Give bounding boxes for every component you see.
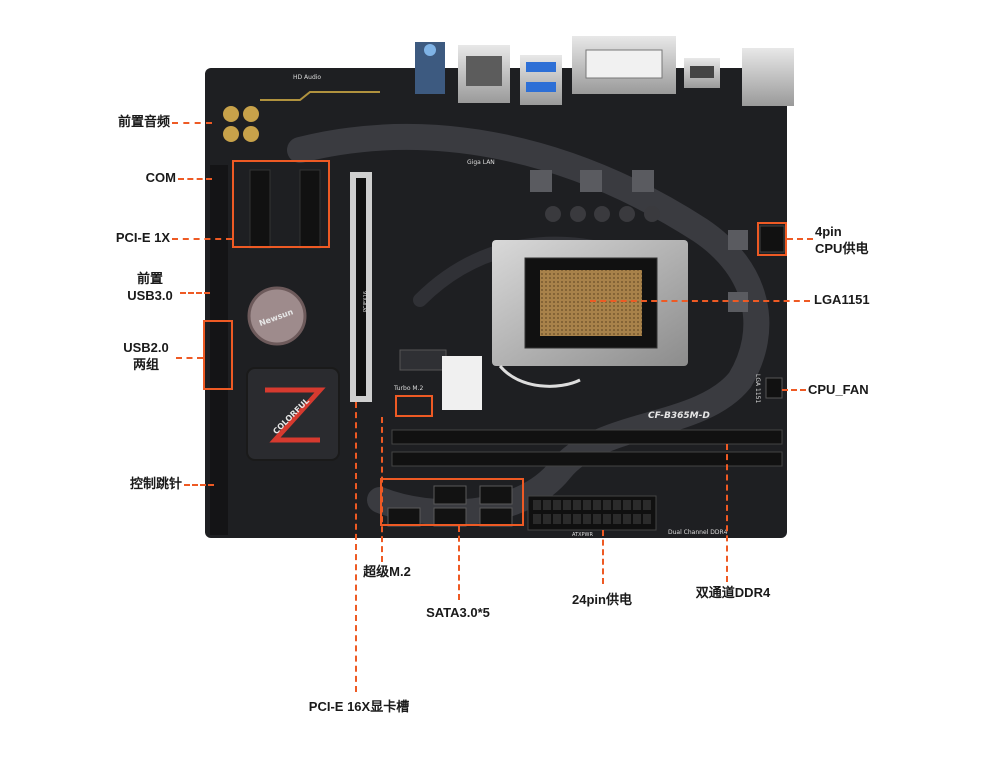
label-usb20-line2: 两组 — [132, 357, 159, 372]
label-lga: LGA1151 — [814, 292, 870, 307]
ps2-port — [742, 48, 794, 106]
silk-turbo: Turbo M.2 — [393, 385, 423, 392]
leader-com — [178, 178, 212, 180]
highlight-cpu-power — [757, 222, 787, 256]
label-24pin: 24pin供电 — [572, 592, 632, 607]
highlight-usb20 — [203, 320, 233, 390]
silk-giga-lan: Giga LAN — [467, 159, 495, 166]
pcie-x1-slot-1 — [249, 169, 271, 249]
leader-m2 — [381, 417, 383, 562]
label-cpu-power: 4pin CPU供电 — [815, 223, 885, 257]
silk-dual-channel: Dual Channel DDR4 — [668, 529, 728, 536]
silk-model: CF-B365M-D — [648, 411, 710, 421]
label-usb20-line1: USB2.0 — [123, 340, 169, 355]
leader-sata — [458, 526, 460, 600]
m2-slot — [399, 349, 447, 371]
dimm-slot-a — [391, 429, 783, 445]
cpu-fan-header — [765, 377, 783, 399]
silk-lga: LGA 1151 — [754, 374, 761, 403]
leader-usb20 — [176, 357, 203, 359]
cmos-battery — [247, 286, 307, 346]
leader-front-usb30 — [180, 292, 210, 294]
label-pcie-x16: PCI-E 16X显卡槽 — [308, 699, 410, 714]
label-control-pins: 控制跳针 — [129, 476, 182, 491]
left-header-strip — [210, 165, 228, 535]
sata-ports — [387, 485, 513, 527]
dimm-slot-b — [391, 451, 783, 467]
highlight-m2 — [395, 395, 433, 417]
vrm-caps — [545, 206, 660, 222]
label-sata: SATA3.0*5 — [426, 605, 490, 620]
pcie-x1-slot-2 — [299, 169, 321, 249]
label-pcie-x1: PCI-E 1X — [115, 230, 170, 245]
leader-control-pins — [184, 484, 214, 486]
label-super-m2: 超级M.2 — [363, 564, 411, 579]
label-com: COM — [145, 170, 176, 185]
leader-lga — [590, 300, 810, 302]
highlight-sata — [380, 478, 524, 526]
cpu-socket — [492, 240, 688, 388]
cpu-power-4pin — [759, 225, 785, 253]
vrm-chokes — [530, 170, 748, 312]
leader-ddr4 — [726, 444, 728, 582]
leader-cpu-power — [787, 238, 813, 240]
highlight-pcie-x1 — [232, 160, 330, 248]
leader-front-audio — [172, 122, 212, 124]
label-usb20: USB2.0 两组 — [118, 339, 174, 373]
label-cpu-power-line1: 4pin — [815, 224, 842, 239]
label-cpu-fan: CPU_FAN — [808, 382, 869, 397]
leader-24pin — [602, 530, 604, 584]
audio-capacitors — [223, 106, 259, 142]
label-front-usb30-line2: USB3.0 — [127, 288, 173, 303]
leader-pcie-x16 — [355, 402, 357, 692]
leader-pcie-x1 — [172, 238, 232, 240]
silk-pcie: PCIEX16 — [363, 291, 369, 312]
silk-hd-audio: HD Audio — [293, 74, 321, 81]
label-ddr4: 双通道DDR4 — [695, 585, 771, 600]
silk-atx: ATXPWR — [572, 532, 593, 538]
label-front-usb30-line1: 前置 — [136, 271, 163, 286]
leader-cpu-fan — [782, 389, 806, 391]
label-cpu-power-line2: CPU供电 — [815, 241, 869, 256]
label-front-audio: 前置音频 — [117, 114, 170, 129]
chipset-heatsink — [246, 367, 340, 461]
label-front-usb30: 前置 USB3.0 — [122, 270, 178, 304]
